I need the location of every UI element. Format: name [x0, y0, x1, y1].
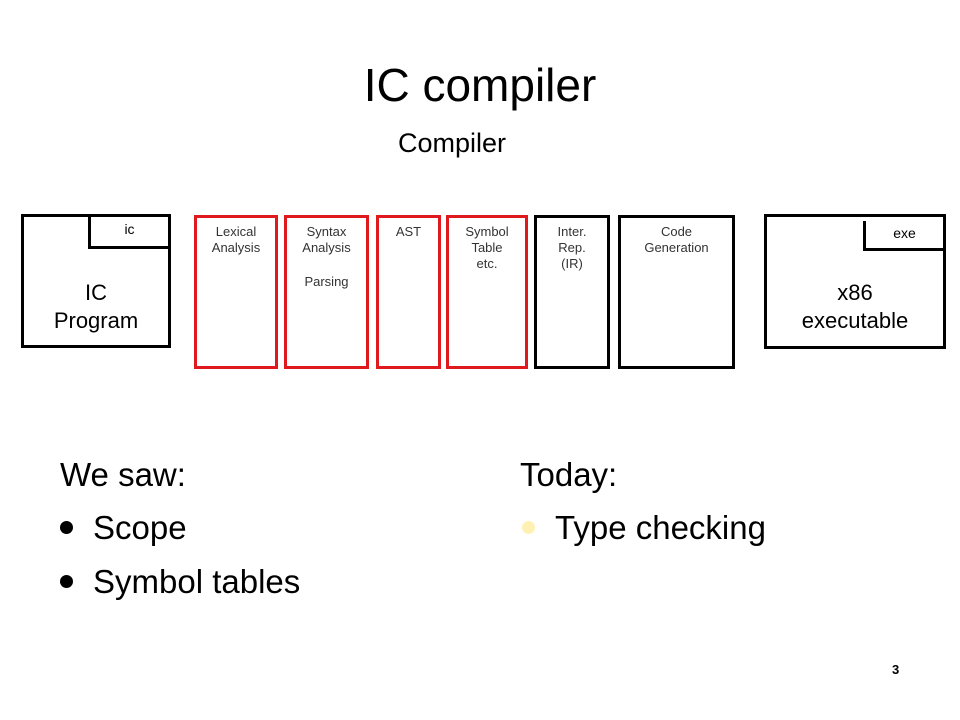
- output-file-tab: exe: [863, 221, 943, 251]
- page-number: 3: [892, 662, 900, 677]
- stage-label: Syntax Analysis: [302, 224, 351, 255]
- stage-sublabel: Parsing: [304, 274, 349, 289]
- input-file-tab: ic: [88, 217, 168, 249]
- stage-code-generation: Code Generation: [618, 215, 735, 369]
- input-file-box: ic IC Program: [21, 214, 171, 348]
- stage-label: Symbol Table etc.: [465, 224, 509, 271]
- stage-label: AST: [395, 224, 422, 239]
- bullet-icon: [60, 521, 73, 534]
- list-item: Type checking: [522, 511, 766, 544]
- list-item: Symbol tables: [60, 565, 300, 598]
- stage-symbol-table: Symbol Table etc.: [446, 215, 528, 369]
- list-item-text: Scope: [93, 509, 187, 546]
- compiler-label: Compiler: [398, 128, 507, 158]
- output-file-label: x86 executable: [801, 280, 909, 333]
- stage-label: Code Generation: [644, 224, 709, 255]
- stage-ast: AST: [376, 215, 441, 369]
- input-file-label: IC Program: [53, 280, 139, 333]
- stage-label: Inter. Rep. (IR): [557, 224, 587, 271]
- list-item-text: Symbol tables: [93, 563, 301, 600]
- today-heading: Today:: [520, 456, 618, 493]
- we-saw-heading: We saw:: [60, 456, 186, 493]
- bullet-icon: [522, 521, 535, 534]
- stage-lexical-analysis: Lexical Analysis: [194, 215, 278, 369]
- stage-label: Lexical Analysis: [211, 224, 261, 255]
- output-file-box: exe x86 executable: [764, 214, 946, 349]
- bullet-icon: [60, 575, 73, 588]
- list-item: Scope: [60, 511, 187, 544]
- slide-title: IC compiler: [363, 59, 597, 111]
- stage-intermediate-representation: Inter. Rep. (IR): [534, 215, 610, 369]
- stage-syntax-analysis: Syntax Analysis Parsing: [284, 215, 369, 369]
- list-item-text: Type checking: [555, 509, 766, 546]
